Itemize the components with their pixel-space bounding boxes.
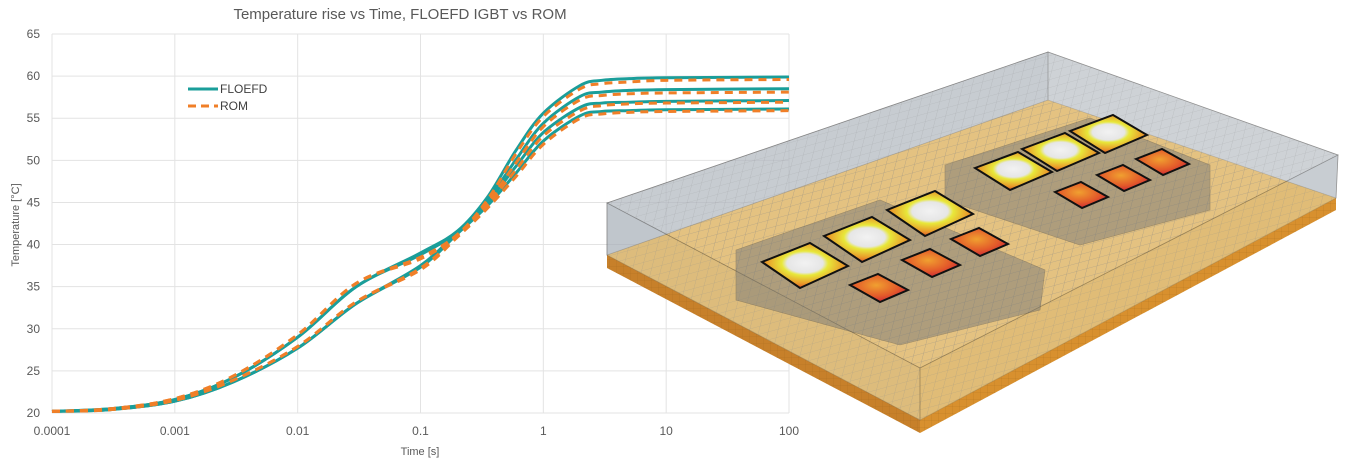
rom-line-2 — [51, 90, 790, 413]
substrates — [735, 117, 1211, 346]
chip — [759, 241, 851, 290]
x-axis-ticks: 0.0001 0.001 0.01 0.1 1 10 100 — [34, 424, 800, 438]
chart-title: Temperature rise vs Time, FLOEFD IGBT vs… — [233, 6, 566, 23]
rom-line-4 — [51, 109, 790, 413]
x-tick-label: 0.01 — [286, 424, 310, 438]
igbt-chips — [759, 113, 1192, 304]
chip — [1094, 163, 1153, 193]
y-tick-label: 45 — [27, 195, 41, 209]
chip — [821, 215, 913, 264]
chip — [847, 272, 911, 304]
y-axis-label: Temperature [°C] — [10, 183, 22, 266]
enclosure-box — [605, 51, 1340, 421]
y-tick-label: 60 — [27, 69, 41, 83]
y-tick-label: 20 — [27, 406, 41, 420]
y-axis-ticks: 20 25 30 35 40 45 50 55 60 65 — [27, 27, 41, 420]
legend-label-floefd: FLOEFD — [220, 82, 268, 96]
temperature-chart: Temperature rise vs Time, FLOEFD IGBT vs… — [10, 6, 800, 458]
chip — [884, 189, 976, 238]
x-tick-label: 1 — [540, 424, 547, 438]
chip — [1067, 113, 1150, 155]
x-tick-label: 10 — [659, 424, 673, 438]
y-tick-label: 40 — [27, 238, 41, 252]
x-tick-label: 0.0001 — [34, 424, 71, 438]
y-tick-label: 30 — [27, 322, 41, 336]
y-tick-label: 25 — [27, 364, 41, 378]
x-axis-label: Time [s] — [401, 446, 440, 458]
chip — [948, 226, 1011, 258]
y-tick-label: 50 — [27, 153, 41, 167]
y-tick-label: 35 — [27, 280, 41, 294]
x-tick-label: 0.001 — [160, 424, 190, 438]
chip — [899, 247, 963, 279]
chip — [1019, 131, 1102, 173]
y-tick-label: 55 — [27, 111, 41, 125]
x-tick-label: 100 — [779, 424, 799, 438]
y-tick-label: 65 — [27, 27, 41, 41]
chip — [1052, 180, 1111, 210]
x-tick-label: 0.1 — [412, 424, 429, 438]
legend-label-rom: ROM — [220, 99, 248, 113]
chip — [1133, 147, 1192, 177]
chip — [972, 150, 1055, 192]
legend: FLOEFD ROM — [188, 82, 268, 113]
series-lines — [51, 75, 790, 413]
